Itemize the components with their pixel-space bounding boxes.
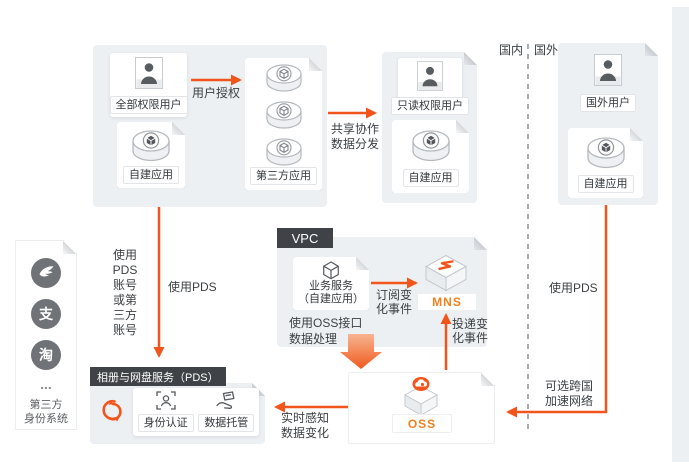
business-service-title: 业务服务 [309, 280, 353, 292]
readonly-user-card: 只读权限用户 [391, 58, 469, 115]
pds-cloud-icon [102, 399, 122, 422]
identity-more-dots: ... [40, 376, 52, 392]
mns-icon [424, 254, 468, 292]
oss-icon [403, 377, 439, 416]
self-app-label-domestic: 自建应用 [123, 166, 179, 184]
self-app-card-overseas: 自建应用 [568, 128, 643, 198]
third-party-app-label: 第三方应用 [250, 167, 317, 185]
business-service-card: 业务服务 （自建应用） [293, 257, 369, 310]
self-app-label-readonly: 自建应用 [403, 169, 459, 187]
app-cylinder-icon [583, 132, 629, 174]
alipay-icon: 支 [31, 299, 61, 329]
region-overseas-label: 国外 [534, 43, 559, 57]
self-app-label-overseas: 自建应用 [578, 175, 634, 193]
identity-systems-panel: 支 淘 ... 第三方 身份系统 [15, 240, 77, 430]
pds-tab-label: 相册与网盘服务（PDS） [97, 371, 219, 384]
flow-cross-border-label: 可选跨国 加速网络 [545, 379, 594, 408]
self-app-card-domestic: 自建应用 [117, 122, 185, 188]
flow-user-auth-label: 用户授权 [192, 86, 241, 100]
flow-deliver-label: 投递变 化事件 [452, 317, 489, 345]
third-app-cylinder-icon [263, 61, 305, 97]
app-cylinder-icon [408, 125, 454, 167]
flow-share-label: 共享协作 数据分发 [331, 122, 380, 151]
flow-use-pds-domestic-label: 使用PDS [168, 280, 217, 294]
third-app-cylinder-icon [263, 135, 305, 171]
oss-label: OSS [392, 414, 452, 433]
user-photo-icon [417, 61, 443, 91]
oss-api-note: 使用OSS接口 数据处理 [289, 316, 363, 346]
cube-icon [321, 260, 341, 280]
flow-account-options-label: 使用 PDS 账号 或第 三方 账号 [112, 248, 138, 337]
full-permission-user-card: 全部权限用户 [109, 53, 188, 117]
third-party-app-card: 第三方应用 [245, 58, 322, 190]
identity-systems-label: 第三方 身份系统 [24, 399, 68, 425]
app-cylinder-icon [128, 125, 174, 167]
business-service-subtitle: （自建应用） [298, 293, 364, 305]
vpc-tab: VPC [277, 228, 333, 248]
vpc-tab-label: VPC [291, 230, 319, 246]
full-permission-user-label: 全部权限用户 [109, 96, 188, 114]
user-photo-icon [594, 54, 622, 86]
dingtalk-icon [31, 258, 61, 288]
flow-realtime-label: 实时感知 数据变化 [281, 411, 330, 440]
region-domestic-label: 国内 [499, 43, 524, 57]
identity-auth-label: 身份认证 [137, 414, 194, 432]
flow-subscribe-label: 订阅变 化事件 [376, 288, 413, 316]
mns-label: MNS [417, 293, 477, 311]
identity-auth-icon [156, 391, 176, 410]
readonly-user-label: 只读权限用户 [391, 97, 469, 115]
user-photo-icon [134, 57, 163, 89]
right-edge-panel [672, 7, 689, 462]
pds-tab: 相册与网盘服务（PDS） [90, 367, 226, 386]
third-app-cylinder-icon [263, 98, 305, 134]
self-app-card-readonly: 自建应用 [392, 120, 469, 193]
taobao-icon: 淘 [31, 340, 61, 370]
pds-services-card: 身份认证 数据托管 [133, 388, 259, 436]
data-hosting-label: 数据托管 [198, 414, 255, 432]
flow-use-pds-overseas-label: 使用PDS [549, 281, 598, 295]
data-hosting-icon [216, 391, 235, 409]
overseas-user-item: 国外用户 [566, 54, 650, 112]
overseas-user-label: 国外用户 [580, 94, 636, 112]
